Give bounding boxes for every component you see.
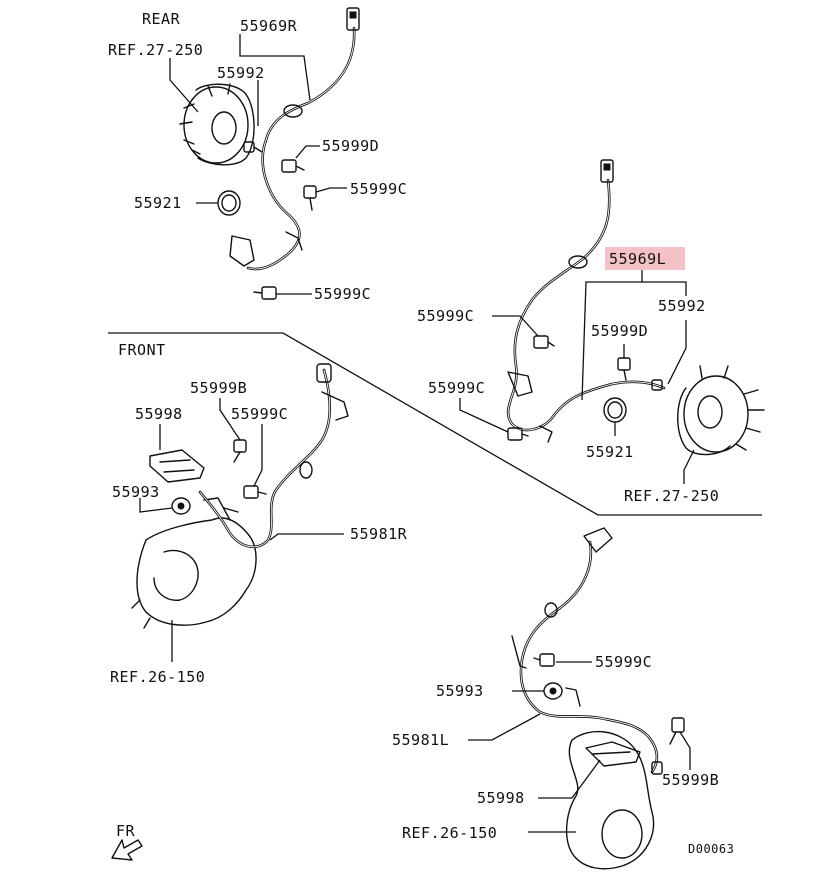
rear-right-assembly [459, 159, 765, 484]
front-left-rotor-drawing [543, 682, 563, 700]
callout-55993-front-right[interactable]: 55993 [112, 483, 160, 501]
front-left-sensor-cable [511, 527, 659, 774]
ref-rear-right-hub[interactable]: REF.27-250 [624, 487, 719, 505]
direction-arrow-icon [111, 839, 143, 861]
callout-55981r[interactable]: 55981R [350, 525, 408, 543]
callout-55999d-rear-left[interactable]: 55999D [322, 137, 379, 155]
callout-55921-rear-left[interactable]: 55921 [134, 194, 182, 212]
front-section-label: FRONT [118, 341, 166, 359]
callout-55993-front-left[interactable]: 55993 [436, 682, 484, 700]
callout-55999c-rear-left-lower[interactable]: 55999C [314, 285, 371, 303]
front-left-assembly [468, 527, 691, 870]
reference-labels: REF.27-250 REF.27-250 REF.26-150 REF.26-… [108, 41, 719, 842]
callout-55999c-front-right[interactable]: 55999C [231, 405, 288, 423]
front-right-assembly [131, 363, 349, 662]
section-dividers [108, 332, 762, 516]
callout-55981l[interactable]: 55981L [392, 731, 449, 749]
rear-right-ring-drawing [603, 397, 627, 423]
rear-section-label: REAR [142, 10, 181, 28]
front-right-bracket-drawing [149, 449, 205, 483]
callout-55921-rear-right[interactable]: 55921 [586, 443, 634, 461]
rear-right-hub-drawing [677, 365, 765, 456]
front-right-knuckle-drawing [131, 497, 257, 629]
ref-front-right-knuckle[interactable]: REF.26-150 [110, 668, 205, 686]
callout-55998-front-left[interactable]: 55998 [477, 789, 525, 807]
callout-55999c-rear-right-upper[interactable]: 55999C [417, 307, 474, 325]
front-left-knuckle-drawing [565, 730, 655, 870]
front-left-leaders [468, 661, 691, 833]
callout-55999c-front-left[interactable]: 55999C [595, 653, 652, 671]
rear-left-sensor-cable [229, 7, 360, 271]
rear-left-ring-drawing [217, 190, 241, 216]
callout-55969l[interactable]: 55969L [609, 250, 666, 268]
callout-55969r[interactable]: 55969R [240, 17, 298, 35]
callout-55999b-front-right[interactable]: 55999B [190, 379, 247, 397]
front-left-bolts [533, 653, 685, 775]
front-direction-indicator [111, 839, 143, 861]
part-callouts: 55969R 55992 55999D 55999C 55921 55999C … [112, 17, 719, 807]
ref-front-left-knuckle[interactable]: REF.26-150 [402, 824, 497, 842]
front-right-rotor-drawing [171, 497, 191, 515]
callout-55992-rear-right[interactable]: 55992 [658, 297, 706, 315]
rear-left-bolts [243, 141, 317, 300]
callout-55999c-rear-right-lower[interactable]: 55999C [428, 379, 485, 397]
callout-55999c-rear-left-upper[interactable]: 55999C [350, 180, 407, 198]
front-right-bolts [233, 439, 267, 499]
callout-55999d-rear-right[interactable]: 55999D [591, 322, 648, 340]
rear-left-assembly [169, 7, 360, 300]
rear-right-sensor-cable [506, 159, 666, 443]
callout-55999b-front-left[interactable]: 55999B [662, 771, 719, 789]
rear-right-leaders [459, 268, 695, 484]
front-right-leaders [139, 398, 344, 662]
diagram-code: D00063 [688, 842, 734, 856]
section-labels: REAR FRONT FR [116, 10, 181, 840]
ref-rear-left-hub[interactable]: REF.27-250 [108, 41, 203, 59]
rear-left-leaders [169, 34, 347, 295]
highlight-box-55969l [605, 247, 685, 270]
callout-55992-rear-left[interactable]: 55992 [217, 64, 265, 82]
direction-label: FR [116, 822, 136, 840]
rear-left-hub-drawing [179, 83, 255, 166]
front-right-sensor-cable [198, 363, 349, 549]
callout-55998-front-right[interactable]: 55998 [135, 405, 183, 423]
